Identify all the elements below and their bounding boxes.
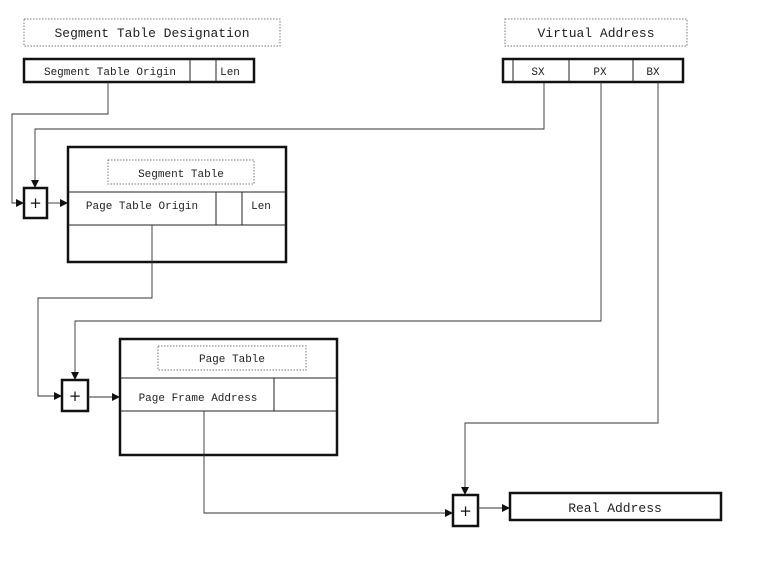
virtual-address-register (501, 57, 685, 84)
segment-table-entry-len: Len (251, 201, 271, 213)
arrow-head-icon (71, 372, 79, 380)
arrow-head-icon (445, 509, 453, 517)
real-address-label: Real Address (568, 501, 662, 516)
arrow-head-icon (461, 487, 469, 495)
page-adder-plus-icon: + (69, 387, 82, 405)
wire-page-table-origin-to-adder (37, 225, 153, 397)
wire-page-frame-to-adder (203, 411, 446, 514)
virtual-address-px-field: PX (593, 67, 607, 79)
real-address-box (508, 491, 723, 522)
wire-sx-to-segment-adder (34, 82, 545, 181)
arrow-head-icon (112, 393, 120, 401)
segment-table-designation-register (22, 57, 256, 84)
wire-px-to-page-adder (74, 82, 602, 373)
virtual-address-label-box (504, 18, 688, 47)
virtual-address-sx-field: SX (531, 67, 545, 79)
virtual-address-title: Virtual Address (537, 26, 654, 41)
segment-table-designation-title: Segment Table Designation (54, 26, 249, 41)
segment-table-len-field: Len (220, 67, 240, 79)
arrow-head-icon (16, 199, 24, 207)
real-address-adder-plus-icon: + (459, 502, 472, 520)
segment-table-title: Segment Table (138, 169, 224, 181)
arrow-head-icon (60, 199, 68, 207)
arrow-head-icon (54, 392, 62, 400)
wire-bx-to-real-adder (464, 82, 659, 488)
real-address-adder (451, 493, 480, 528)
segment-adder-plus-icon: + (29, 194, 42, 212)
page-table-title-box (157, 345, 307, 371)
virtual-address-bx-field: BX (646, 67, 660, 79)
wire-segment-origin-to-adder (11, 82, 109, 204)
arrow-head-icon (502, 504, 510, 512)
segment-table-designation-label-box (23, 18, 281, 47)
segment-table-entry-page-table-origin: Page Table Origin (86, 201, 198, 213)
segment-table (66, 145, 288, 264)
page-table-title: Page Table (199, 354, 265, 366)
segment-table-title-box (107, 159, 255, 185)
segment-table-origin-field: Segment Table Origin (44, 67, 176, 79)
page-table-entry-page-frame-address: Page Frame Address (139, 393, 258, 405)
arrow-head-icon (31, 180, 39, 188)
